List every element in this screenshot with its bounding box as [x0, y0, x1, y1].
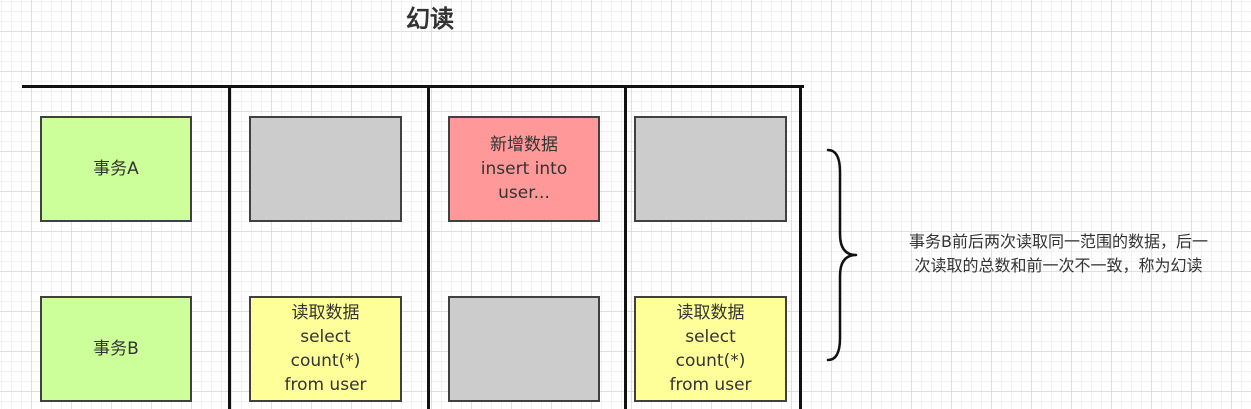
read-line: count(*) [675, 351, 746, 371]
column-divider [228, 87, 231, 409]
transaction-a-idle-box [249, 116, 402, 222]
read-line: 读取数据 [676, 303, 745, 323]
note-line: 次读取的总数和前一次不一致，称为幻读 [914, 256, 1203, 275]
insert-data-box: 新增数据 insert into user... [448, 116, 600, 222]
transaction-b-label: 事务B [93, 339, 139, 359]
curly-brace-icon [826, 148, 858, 362]
column-divider [624, 87, 627, 409]
read-line: select [685, 327, 736, 347]
second-read-box: 读取数据 select count(*) from user [634, 296, 787, 402]
insert-line: insert into [480, 159, 568, 179]
transaction-a-label: 事务A [93, 159, 139, 179]
transaction-b-idle-box [448, 296, 600, 402]
insert-line: 新增数据 [490, 135, 558, 155]
read-line: from user [284, 375, 367, 395]
insert-line: user... [498, 183, 550, 203]
column-divider [799, 87, 802, 409]
read-line: count(*) [290, 351, 361, 371]
first-read-box: 读取数据 select count(*) from user [249, 296, 402, 402]
phantom-read-note: 事务B前后两次读取同一范围的数据，后一 次读取的总数和前一次不一致，称为幻读 [866, 230, 1251, 278]
transaction-a-box: 事务A [40, 116, 192, 222]
diagram-title: 幻读 [406, 5, 454, 33]
transaction-b-box: 事务B [40, 296, 192, 402]
note-line: 事务B前后两次读取同一范围的数据，后一 [909, 232, 1208, 251]
read-line: from user [669, 375, 752, 395]
read-line: select [300, 327, 351, 347]
read-line: 读取数据 [291, 303, 360, 323]
transaction-a-idle-box [634, 116, 787, 222]
column-divider [427, 87, 430, 409]
timeline-top-line [22, 85, 804, 88]
